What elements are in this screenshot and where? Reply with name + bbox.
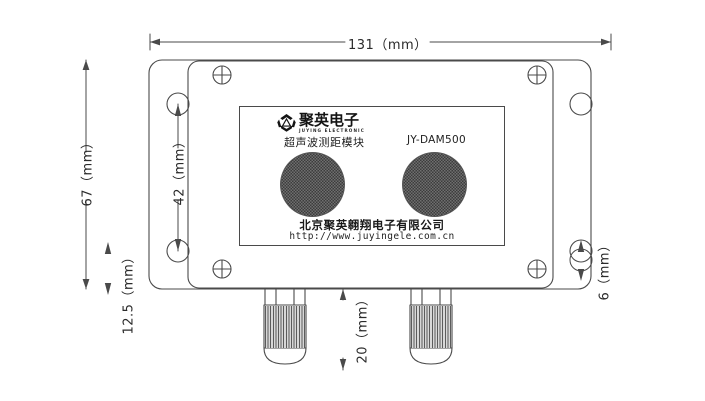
recycle-triangle-logo-icon [277,113,296,132]
cable-gland-right-ribs [411,306,451,348]
flange-plate-outline [148,59,592,290]
company-url: http://www.juyingele.com.cn [289,231,455,242]
dimension-line-height-67 [82,59,90,290]
brand-name-cn: 聚英电子 [299,111,360,129]
device-caption: 超声波测距模块 [284,136,365,149]
cable-gland-right [409,288,453,365]
dimension-line-width-131 [149,33,612,51]
dimension-label-holes-42: 42（mm） [172,134,188,206]
cable-gland-left [263,288,307,365]
model-number: JY-DAM500 [407,134,466,146]
brand-logo: 聚英电子 JUYING ELECTRONIC [277,113,365,133]
mount-hole-right-top [569,92,593,116]
enclosure-body-outline [187,60,554,289]
dimension-line-flange-12-5 [104,242,112,295]
screw-top-left [212,65,232,85]
dimension-line-gland-20 [339,288,347,371]
dimension-label-width-131: 131（mm） [348,38,428,53]
screw-bottom-right [527,259,547,279]
dimension-label-height-67: 67（mm） [80,135,96,207]
dimension-line-edge-6 [569,240,593,281]
screw-bottom-left [212,259,232,279]
company-name: 北京聚英翱翔电子有限公司 [299,218,445,232]
dimension-label-flange-12-5: 12.5（mm） [121,250,137,335]
dimension-label-edge-6: 6（mm） [597,238,613,301]
screw-top-right [527,65,547,85]
cable-gland-left-ribs [265,306,305,348]
dimension-line-holes-42 [174,103,182,252]
dimension-label-gland-20: 20（mm） [355,292,371,364]
ultrasonic-transducer-left [280,152,345,217]
brand-name-en: JUYING ELECTRONIC [299,128,365,133]
ultrasonic-transducer-right [402,152,467,217]
product-label-panel: 聚英电子 JUYING ELECTRONIC 超声波测距模块 JY-DAM500… [239,106,505,246]
